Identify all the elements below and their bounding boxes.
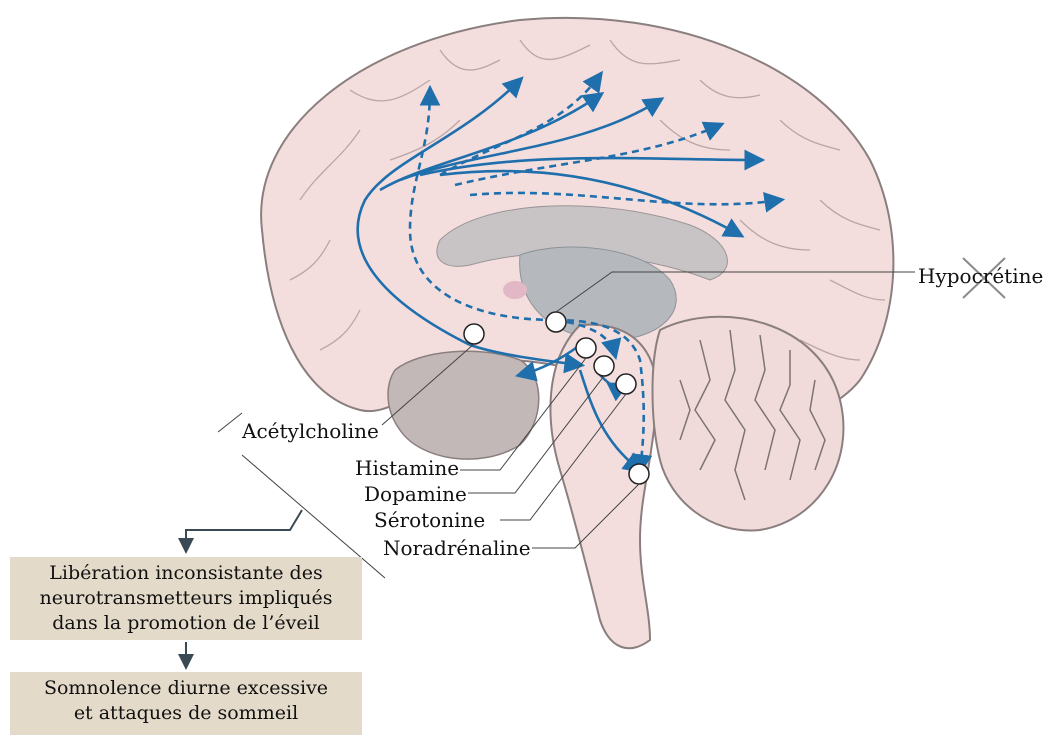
label-acetylcholine: Acétylcholine [242, 421, 379, 441]
nucleus-hypocretine [546, 312, 566, 332]
nucleus-dopamine [594, 356, 614, 376]
liberation-line-1: Libération inconsistante des [16, 561, 356, 586]
somnolence-line-1: Somnolence diurne excessive [16, 676, 356, 701]
label-serotonine: Sérotonine [374, 510, 485, 530]
somnolence-box: Somnolence diurne excessive et attaques … [10, 672, 362, 735]
somnolence-line-2: et attaques de sommeil [16, 701, 356, 726]
label-histamine: Histamine [355, 458, 459, 478]
nucleus-noradrenaline [629, 464, 649, 484]
label-hypocretine: Hypocrétine [918, 266, 1043, 286]
liberation-line-3: dans la promotion de l’éveil [16, 611, 356, 636]
nucleus-acetylcholine [464, 324, 484, 344]
nucleus-serotonine [616, 374, 636, 394]
nucleus-histamine [576, 338, 596, 358]
liberation-box: Libération inconsistante des neurotransm… [10, 557, 362, 640]
temporal-lobe [388, 351, 539, 459]
pineal [503, 281, 527, 299]
label-noradrenaline: Noradrénaline [383, 538, 531, 558]
label-dopamine: Dopamine [364, 484, 467, 504]
liberation-line-2: neurotransmetteurs impliqués [16, 586, 356, 611]
